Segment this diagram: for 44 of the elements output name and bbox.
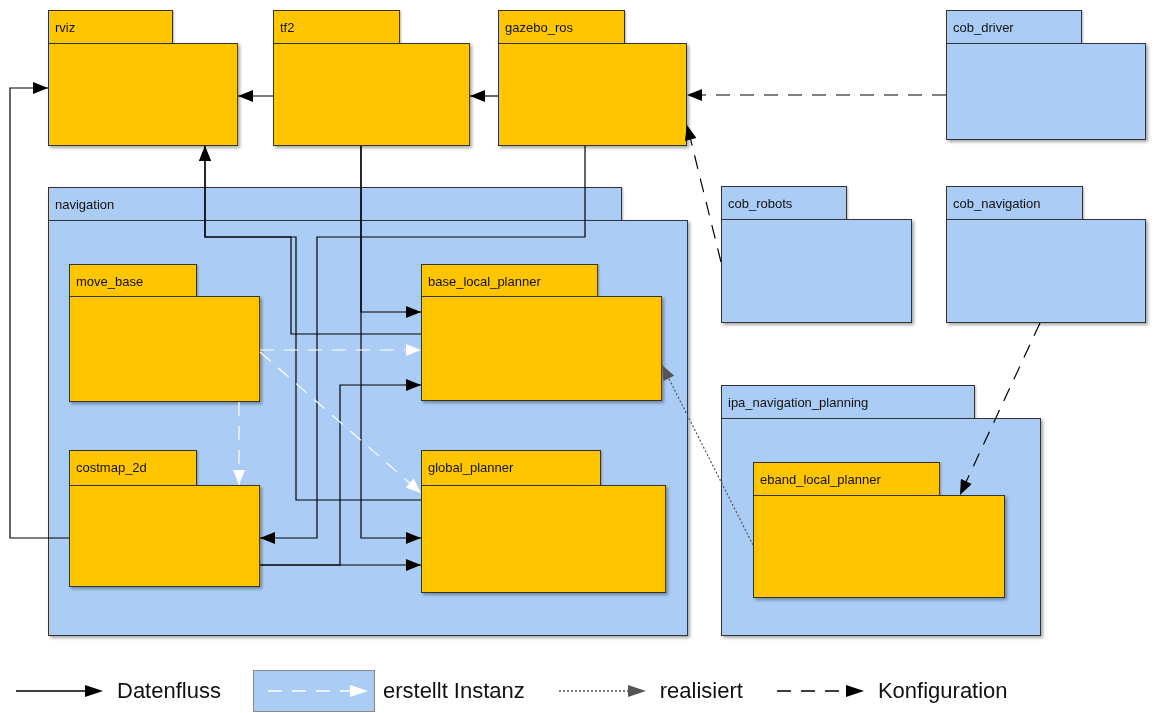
package-name: move_base (76, 274, 144, 289)
legend-label: erstellt Instanz (382, 678, 525, 704)
arrow (684, 124, 722, 263)
package-folder (69, 264, 260, 402)
package-name: gazebo_ros (505, 20, 573, 35)
package-name: rviz (55, 20, 76, 35)
package-folder (946, 10, 1146, 140)
arrow (661, 364, 754, 546)
package-name: tf2 (280, 20, 295, 35)
package-name: global_planner (428, 460, 514, 475)
legend-label: realisiert (659, 678, 743, 704)
package-name: cob_navigation (953, 196, 1041, 211)
package-name: cob_robots (728, 196, 793, 211)
arrow (259, 145, 586, 544)
arrow (360, 145, 422, 544)
package-name: base_local_planner (428, 274, 541, 289)
package-folder (721, 186, 912, 323)
arrow (469, 90, 499, 102)
package-folder (69, 450, 260, 587)
arrow (686, 89, 947, 101)
package-folder (498, 10, 687, 146)
package-name: costmap_2d (76, 460, 147, 475)
package-folder (421, 450, 666, 593)
package-name: ipa_navigation_planning (728, 395, 869, 410)
arrow (259, 379, 422, 566)
package-folder (421, 264, 662, 401)
package-name: navigation (55, 197, 115, 212)
arrow (959, 322, 1041, 496)
arrow (259, 351, 422, 494)
arrow (233, 401, 245, 486)
package-name: eband_local_planner (760, 472, 881, 487)
package-name: cob_driver (953, 20, 1014, 35)
package-folder (48, 10, 238, 146)
package-folder (946, 186, 1146, 323)
package-folder (48, 187, 688, 636)
package-folder (721, 385, 1041, 636)
package-folder (273, 10, 470, 146)
legend-label: Konfiguration (877, 678, 1008, 704)
arrow (259, 344, 422, 356)
arrow (237, 90, 274, 102)
package-folder (753, 462, 1005, 598)
legend-label: Datenfluss (117, 678, 221, 704)
arrow (9, 82, 70, 539)
arrow (199, 145, 422, 501)
